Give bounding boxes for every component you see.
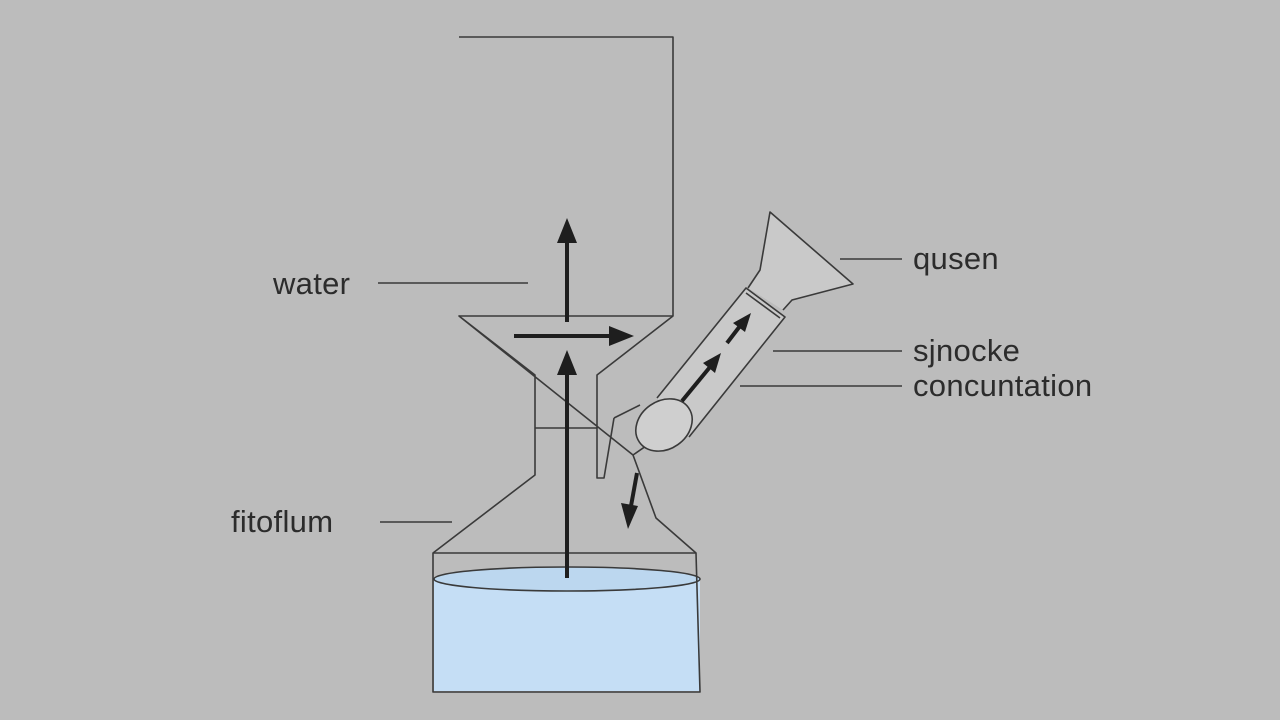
label-qusen: qusen xyxy=(913,241,999,276)
arrow-down-line xyxy=(629,472,639,507)
arrow-tube-lower-line xyxy=(680,365,712,403)
label-concentration: concuntation xyxy=(913,368,1093,403)
leader-lines xyxy=(378,258,902,523)
arrow-up-upper-head xyxy=(557,218,577,243)
arrow-down-head xyxy=(621,503,638,529)
arrow-tube-upper-head xyxy=(733,313,751,332)
arrow-tube-upper-line xyxy=(725,324,742,345)
funnel xyxy=(747,211,854,311)
label-smoke: sjnocke xyxy=(913,333,1021,368)
elbow-joint xyxy=(635,398,693,452)
arrow-right-head xyxy=(609,326,634,346)
tube-ring xyxy=(745,292,781,319)
water-body xyxy=(434,578,700,691)
label-filter: fitoflum xyxy=(231,504,334,539)
vessel-outline xyxy=(432,36,701,693)
flow-arrows xyxy=(514,218,751,578)
label-water: water xyxy=(273,266,351,301)
arrow-tube-lower-head xyxy=(703,353,721,373)
arrow-up-lower-head xyxy=(557,350,577,375)
